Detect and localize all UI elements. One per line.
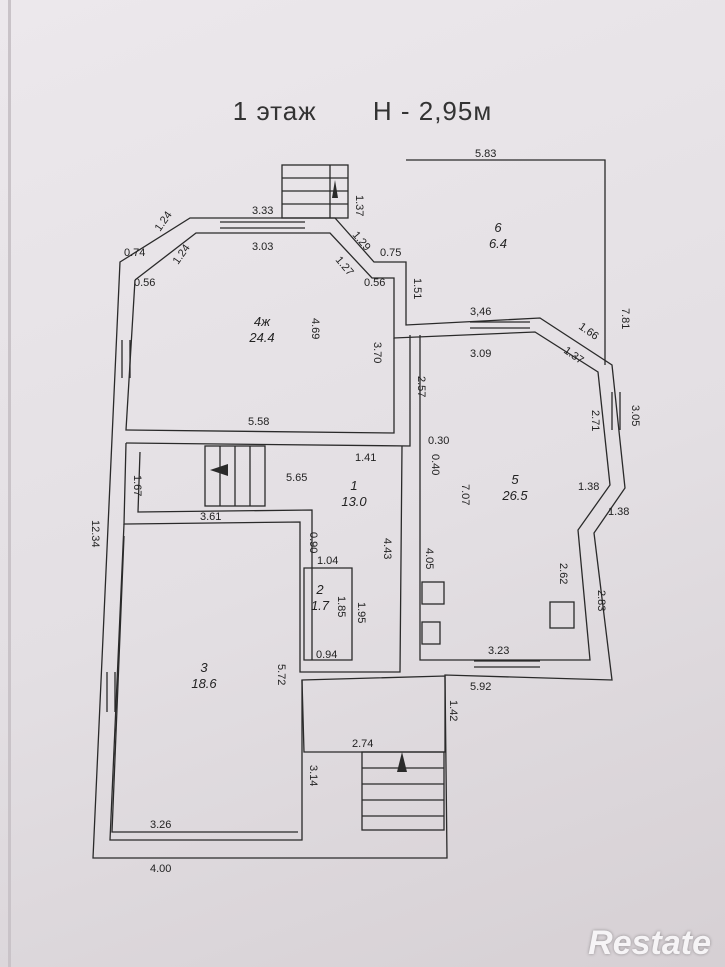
ceiling-height-label: Н - 2,95м bbox=[372, 96, 493, 126]
dim-label: 1.37 bbox=[561, 345, 585, 367]
dim-label: 1.29 bbox=[350, 229, 373, 253]
dim-label: 0.74 bbox=[124, 247, 145, 259]
dim-label: 0.94 bbox=[316, 649, 337, 661]
room-4-area: 24.4 bbox=[248, 330, 274, 345]
dim-label: 5.92 bbox=[470, 681, 491, 693]
room-2-number: 2 bbox=[315, 582, 324, 597]
dim-label: 3.61 bbox=[200, 511, 221, 523]
dim-label: 2.57 bbox=[415, 376, 427, 397]
dim-label: 3.14 bbox=[307, 765, 319, 786]
counter-fixture bbox=[421, 621, 441, 645]
dim-label: 3.26 bbox=[150, 819, 171, 831]
dim-label: 3,46 bbox=[470, 306, 491, 318]
dim-label: 0.30 bbox=[428, 435, 449, 447]
dim-label: 5.72 bbox=[275, 664, 287, 685]
dim-label: 5.65 bbox=[286, 472, 307, 484]
dim-label: 2.74 bbox=[352, 738, 373, 750]
room-1-number: 1 bbox=[350, 478, 357, 493]
bottom-stair bbox=[361, 751, 445, 831]
walls bbox=[92, 159, 626, 859]
dim-label: 0.40 bbox=[429, 454, 441, 475]
dim-label: 1.85 bbox=[335, 596, 347, 617]
room-3-number: 3 bbox=[200, 660, 208, 675]
dim-label: 1.37 bbox=[353, 195, 365, 216]
dim-label: 1.38 bbox=[608, 506, 629, 518]
stair-arrows bbox=[210, 180, 407, 772]
dim-label: 1.95 bbox=[355, 602, 367, 623]
dim-label: 0.90 bbox=[307, 532, 319, 553]
room-3-area: 18.6 bbox=[191, 676, 217, 691]
wall-room-1-inner bbox=[137, 451, 313, 660]
wall-room-3-inner bbox=[111, 535, 298, 833]
dim-label: 7.81 bbox=[619, 308, 631, 329]
dim-label: 3.09 bbox=[470, 348, 491, 360]
dim-label: 2.83 bbox=[595, 590, 607, 611]
dim-label: 4.69 bbox=[309, 318, 321, 339]
inner-wall bbox=[134, 232, 611, 661]
dim-label: 5.83 bbox=[475, 148, 496, 160]
room-6-number: 6 bbox=[494, 220, 502, 235]
dim-label: 2.62 bbox=[557, 563, 569, 584]
binding-fold bbox=[8, 0, 11, 967]
watermark-logo: Restate bbox=[588, 924, 711, 962]
dim-label: 3.33 bbox=[252, 205, 273, 217]
dim-label: 4.05 bbox=[423, 548, 435, 569]
room-4-number: 4ж bbox=[254, 314, 271, 329]
dim-label: 1.66 bbox=[576, 321, 600, 343]
dim-label: 1.27 bbox=[333, 254, 356, 278]
dim-label: 2.71 bbox=[589, 410, 601, 431]
dim-label: 3.03 bbox=[252, 241, 273, 253]
wall-porch bbox=[301, 675, 446, 753]
room-labels: 6 6.4 4ж 24.4 1 13.0 5 26.5 2 1.7 3 18.6 bbox=[191, 220, 528, 691]
dim-label: 1.42 bbox=[447, 700, 459, 721]
dim-label: 0.75 bbox=[380, 247, 401, 259]
dim-label: 4.43 bbox=[381, 538, 393, 559]
fireplace-fixture bbox=[549, 601, 575, 629]
dim-label: 12.34 bbox=[89, 520, 101, 548]
dim-label: 4.00 bbox=[150, 863, 171, 875]
wall-room-2 bbox=[303, 567, 353, 661]
dim-label: 5.58 bbox=[248, 416, 269, 428]
wall-room-3 bbox=[109, 523, 303, 841]
dim-label: 1.51 bbox=[411, 278, 423, 299]
dim-label: 0.56 bbox=[364, 277, 385, 289]
wall-room-4-inner bbox=[125, 335, 411, 447]
dim-label: 1.41 bbox=[355, 452, 376, 464]
dim-label: 0.56 bbox=[134, 277, 155, 289]
wall-room-1 bbox=[123, 442, 403, 673]
room-5-number: 5 bbox=[511, 472, 519, 487]
dim-label: 1.04 bbox=[317, 555, 338, 567]
dim-label: 3.23 bbox=[488, 645, 509, 657]
dim-label: 1.38 bbox=[578, 481, 599, 493]
floor-title: 1 этаж Н - 2,95м bbox=[0, 96, 725, 127]
room-1-area: 13.0 bbox=[341, 494, 367, 509]
room-6-area: 6.4 bbox=[489, 236, 507, 251]
outer-wall bbox=[92, 217, 626, 859]
floor-label: 1 этаж bbox=[232, 96, 317, 126]
dim-label: 3.70 bbox=[371, 342, 383, 363]
wall-room-6 bbox=[406, 159, 606, 365]
sink-fixture bbox=[421, 581, 445, 605]
room-5-area: 26.5 bbox=[501, 488, 528, 503]
room-2-area: 1.7 bbox=[311, 598, 330, 613]
dim-label: 1.24 bbox=[171, 242, 193, 266]
dim-label: 1.67 bbox=[131, 475, 143, 496]
dim-label: 3.05 bbox=[629, 405, 641, 426]
dim-label: 7.07 bbox=[459, 484, 471, 505]
wall-room-4 bbox=[125, 279, 395, 434]
